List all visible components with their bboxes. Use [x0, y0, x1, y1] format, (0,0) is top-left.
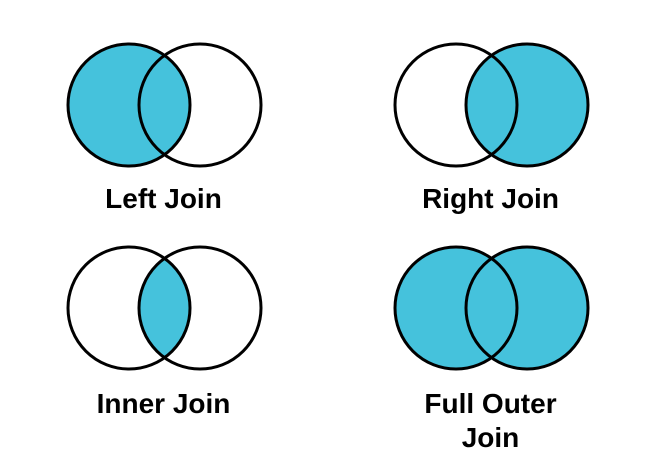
- diagram-cell-inner-join: Inner Join: [0, 222, 327, 474]
- venn-full-outer-join: [391, 243, 591, 373]
- diagram-label-right-join: Right Join: [422, 183, 559, 214]
- intersection-fill: [138, 247, 190, 369]
- venn-right-join: [391, 40, 591, 170]
- diagram-cell-left-join: Left Join: [0, 0, 327, 222]
- diagram-label-full-outer-join: Full Outer Join: [424, 388, 557, 453]
- right-circle-outline: [464, 42, 589, 168]
- left-circle-outline: [393, 42, 518, 168]
- right-circle-outline: [137, 245, 262, 371]
- left-circle-outline: [66, 245, 191, 371]
- venn-svg-right-join: [393, 42, 589, 168]
- venn-svg-full-outer-join: [393, 245, 589, 371]
- right-circle-outline: [137, 42, 262, 168]
- venn-svg-left-join: [66, 42, 262, 168]
- intersection-fill: [465, 44, 517, 166]
- venn-inner-join: [64, 243, 264, 373]
- diagram-label-inner-join: Inner Join: [96, 388, 231, 419]
- diagram-cell-right-join: Right Join: [327, 0, 654, 222]
- venn-svg-inner-join: [66, 245, 262, 371]
- diagram-cell-full-outer-join: Full Outer Join: [327, 222, 654, 474]
- intersection-fill: [465, 247, 517, 369]
- right-circle-outline: [464, 245, 589, 371]
- left-circle-outline: [393, 245, 518, 371]
- venn-left-join: [64, 40, 264, 170]
- left-circle-outline: [66, 42, 191, 168]
- intersection-fill: [138, 44, 190, 166]
- diagram-label-left-join: Left Join: [105, 183, 222, 214]
